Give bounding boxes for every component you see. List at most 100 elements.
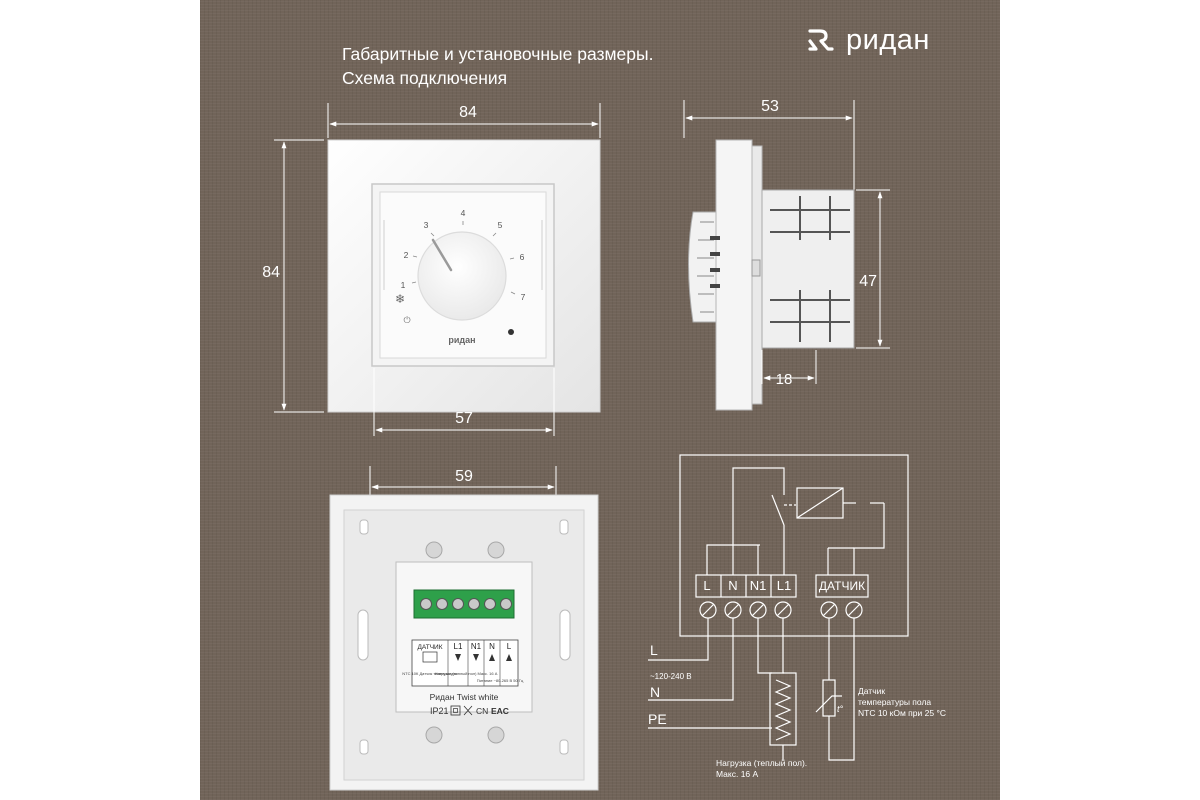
screw-holes: [425, 541, 505, 744]
side-knob-profile: [688, 211, 717, 323]
wiring-diagram: [13, 454, 909, 761]
terminal-small-captions: NTC 10К Датчик температуры Нагрузка (теп…: [402, 671, 524, 683]
dial-mark-5: 5: [498, 220, 503, 230]
front-view: 84 84 1 2 3 4 5 6 7: [262, 103, 601, 436]
ridan-logo-icon: [808, 29, 834, 51]
power-icon: ⏻: [403, 315, 410, 325]
dial-mark-6: 6: [520, 252, 525, 262]
load-heater-box: [769, 672, 797, 746]
wiring-terminal-n1: N1: [750, 578, 767, 593]
wiring-line-l-label: L: [650, 642, 658, 658]
dimension-body-height-label: 47: [859, 273, 877, 290]
ntc-sensor-body: [822, 679, 836, 717]
side-vent-slots: [710, 236, 720, 288]
title-line-1: Габаритные и установочные размеры.: [342, 44, 654, 64]
double-insulation-icon: [450, 705, 461, 716]
dimension-mount-depth-label: 18: [776, 371, 793, 388]
terminal-arrows: [455, 654, 512, 661]
indicator-led: [508, 329, 514, 335]
load-caption-line-2: Макс. 16 А: [716, 769, 759, 779]
terminal-label-sensor: ДАТЧИК: [418, 644, 443, 651]
dial-mark-1: 1: [401, 280, 406, 290]
side-ribs: [383, 220, 543, 290]
knob-pointer: [431, 238, 453, 272]
heater-element-icon: [774, 679, 792, 741]
dimension-depth-label: 53: [761, 98, 779, 115]
dial-brand-label: ридан: [448, 335, 475, 345]
terminal-label-n1: N1: [471, 642, 482, 651]
brand-logo: ридан: [806, 22, 930, 58]
dial-mark-3: 3: [424, 220, 429, 230]
sensor-terminal-box: [815, 574, 869, 598]
side-view: 53: [683, 98, 890, 411]
terminal-label-grid: [447, 640, 501, 686]
weee-bin-icon: [463, 705, 473, 716]
terminal-label-l: L: [507, 642, 512, 651]
sensor-caption-line-3: NTC 10 кОм при 25 °C: [858, 708, 946, 718]
wiring-line-n-label: N: [650, 684, 660, 700]
dial-ticks: [411, 221, 516, 295]
dimension-width-label: 84: [459, 104, 477, 121]
page-title: Габаритные и установочные размеры. Схема…: [342, 42, 653, 90]
dial-scale: 1 2 3 4 5 6 7: [401, 208, 526, 302]
line-l1-load: [782, 618, 784, 674]
wiring-device-outline: [679, 454, 909, 637]
wiring-line-pe-label: PE: [648, 711, 667, 727]
sensor-caption-line-1: Датчик: [858, 686, 885, 696]
wiring-sensor-link: [853, 503, 885, 575]
line-n1-load: [757, 618, 772, 674]
side-clip: [751, 259, 761, 277]
eac-mark: EAC: [491, 706, 509, 716]
temperature-knob: [417, 231, 507, 321]
title-line-2: Схема подключения: [342, 68, 508, 88]
relay-contact: [771, 494, 785, 526]
wiring-relay-feed: [732, 467, 785, 575]
wiring-terminal-sensor: ДАТЧИК: [819, 579, 865, 593]
terminal-screws: [420, 598, 512, 610]
wiring-terminal-l: L: [703, 578, 710, 593]
model-name: Ридан Twist white: [430, 692, 499, 702]
side-body: [761, 189, 855, 349]
certification-marks: IP21 CN EAC: [430, 705, 509, 716]
cn-mark: CN: [476, 706, 488, 716]
thermistor-symbol: t°: [837, 704, 844, 714]
back-module: [395, 561, 533, 713]
frost-icon: ❄: [395, 292, 405, 306]
wiring-terminal-screws: [699, 601, 863, 619]
terminal-label-table: [411, 639, 519, 687]
back-label-sensor: NTC 10К Датчик температуры: [402, 671, 458, 676]
wiring-internal-loop: [706, 544, 785, 575]
side-body-details: [770, 196, 850, 342]
dimension-back-width-label: 59: [455, 468, 473, 485]
wiring-terminal-n: N: [728, 578, 737, 593]
ntc-slope-line: [815, 695, 842, 713]
dial-mark-2: 2: [404, 250, 409, 260]
wiring-labels: L N N1 L1 ДАТЧИК L ~120-240 В N PE t° Да…: [648, 578, 946, 779]
dimension-height-label: 84: [262, 264, 280, 281]
sensor-symbol: [422, 651, 438, 663]
sensor-caption-line-2: температуры пола: [858, 697, 931, 707]
load-caption-line-1: Нагрузка (теплый пол).: [716, 758, 807, 768]
line-n: [648, 618, 734, 701]
line-l: [648, 618, 709, 661]
back-label-power: Питание ~80-265 В 50 Гц: [477, 678, 524, 683]
amplifier-symbol: [13, 488, 29, 518]
terminal-label-n: N: [489, 642, 495, 651]
terminal-labels: ДАТЧИК L1 N1 N L: [418, 642, 512, 651]
dimension-inner-width-label: 57: [455, 410, 473, 427]
controller-diagonal: [796, 487, 844, 519]
wiring-voltage-label: ~120-240 В: [650, 672, 692, 681]
dial-mark-7: 7: [521, 292, 526, 302]
mounting-slots: [357, 519, 571, 755]
sensor-lead-2: [828, 618, 855, 761]
brand-name: ридан: [846, 23, 930, 56]
ip-rating: IP21: [430, 706, 449, 716]
wiring-terminal-l1: L1: [777, 578, 791, 593]
terminal-label-l1: L1: [454, 642, 463, 651]
back-label-load: Нагрузка (теплый пол) Макс. 16 А: [435, 671, 498, 676]
back-view: 59: [329, 466, 599, 791]
side-frame-profile: [715, 139, 753, 411]
dial-mark-4: 4: [461, 208, 466, 218]
